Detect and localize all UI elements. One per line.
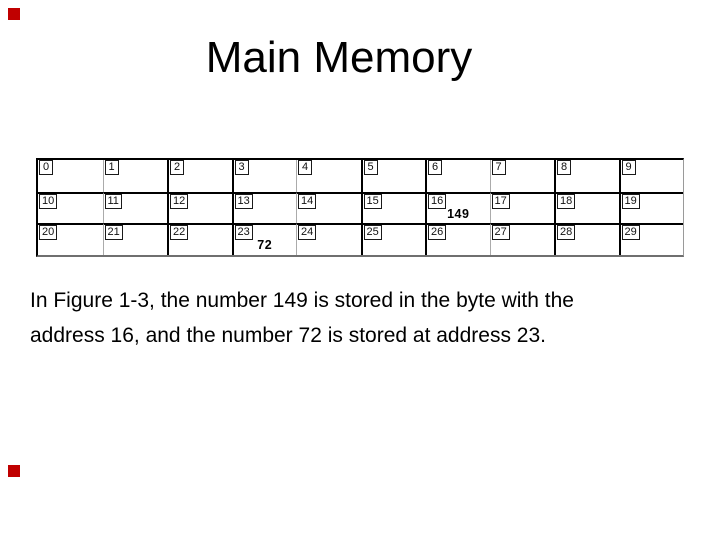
address-label: 4 [298, 160, 312, 175]
address-label: 20 [39, 225, 58, 241]
memory-cell: 25 [360, 223, 425, 255]
memory-cell: 26 [425, 223, 490, 255]
address-label: 17 [491, 193, 510, 209]
memory-cell: 19 [618, 191, 683, 224]
address-label: 16 [428, 193, 447, 209]
cell-value: 149 [447, 206, 470, 221]
memory-cell: 7 [489, 160, 554, 192]
body-text-line-2: address 16, and the number 72 is stored … [30, 324, 546, 347]
address-label: 0 [39, 160, 53, 175]
address-label: 26 [428, 225, 447, 241]
memory-cell: 3 [231, 160, 296, 192]
slide-title: Main Memory [205, 33, 473, 82]
address-label: 15 [363, 193, 382, 209]
memory-cell: 12 [167, 191, 232, 224]
address-label: 14 [298, 193, 317, 209]
red-square-decoration-top [8, 8, 20, 20]
cell-value: 72 [257, 238, 273, 253]
body-text: In Figure 1-3, the number 149 is stored … [30, 283, 700, 353]
memory-cell: 21 [102, 223, 167, 255]
memory-cell: 29 [618, 223, 683, 255]
address-label: 10 [39, 193, 58, 209]
memory-cell: 28 [554, 223, 619, 255]
address-label: 18 [557, 193, 576, 209]
address-label: 29 [621, 225, 640, 241]
memory-cell: 22 [167, 223, 232, 255]
red-square-decoration-bottom [8, 465, 20, 477]
address-label: 1 [104, 160, 119, 175]
memory-cell: 10 [38, 191, 103, 224]
body-text-line-1: In Figure 1-3, the number 149 is stored … [30, 289, 574, 312]
memory-cell: 14 [296, 191, 361, 224]
address-label: 6 [428, 160, 442, 175]
memory-cell: 2 [167, 160, 232, 192]
address-label: 5 [363, 160, 378, 175]
address-label: 28 [557, 225, 576, 241]
address-label: 21 [104, 225, 123, 241]
address-label: 13 [234, 193, 253, 209]
memory-cell: 11 [102, 191, 167, 224]
address-label: 2 [170, 160, 184, 175]
address-label: 19 [621, 193, 640, 209]
memory-cell: 15 [360, 191, 425, 224]
memory-cell: 8 [554, 160, 619, 192]
address-label: 8 [557, 160, 571, 175]
memory-cell: 0 [38, 160, 103, 192]
memory-cell: 6 [425, 160, 490, 192]
memory-cell: 17 [489, 191, 554, 224]
address-label: 24 [298, 225, 317, 241]
address-label: 23 [234, 225, 253, 241]
memory-cell: 27 [489, 223, 554, 255]
address-label: 7 [491, 160, 506, 175]
memory-cell: 5 [360, 160, 425, 192]
address-label: 12 [170, 193, 189, 209]
memory-cell: 13 [231, 191, 296, 224]
memory-cell: 20 [38, 223, 103, 255]
memory-cell: 9 [618, 160, 683, 192]
address-label: 3 [234, 160, 249, 175]
address-label: 9 [621, 160, 636, 175]
memory-cell: 4 [296, 160, 361, 192]
address-label: 22 [170, 225, 189, 241]
memory-cell: 23 72 [231, 223, 296, 255]
memory-cell: 24 [296, 223, 361, 255]
address-label: 25 [363, 225, 382, 241]
address-label: 27 [491, 225, 510, 241]
memory-cell: 18 [554, 191, 619, 224]
address-label: 11 [104, 193, 122, 209]
memory-cell: 1 [102, 160, 167, 192]
